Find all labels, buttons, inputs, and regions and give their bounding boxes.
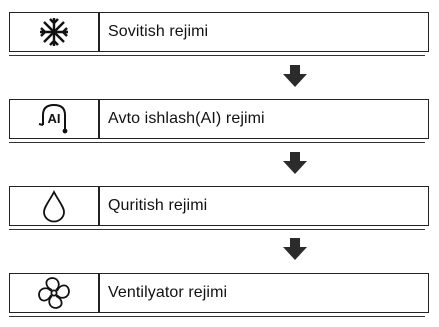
fan-icon xyxy=(38,277,70,309)
flow-arrow xyxy=(283,238,307,260)
mode-row-auto-ai: AI Avto ishlash(AI) rejimi xyxy=(9,99,429,143)
mode-label: Ventilyator rejimi xyxy=(108,284,228,301)
snowflake-icon xyxy=(40,18,68,46)
flow-arrow xyxy=(283,152,307,174)
mode-row-dry: Quritish rejimi xyxy=(9,186,429,230)
mode-icon-cell xyxy=(10,13,100,51)
arrow-down-icon xyxy=(283,65,307,87)
ai-auto-icon: AI xyxy=(38,103,68,134)
mode-icon-cell xyxy=(10,187,100,225)
arrow-down-icon xyxy=(283,152,307,174)
flow-arrow xyxy=(283,65,307,87)
mode-icon-cell: AI xyxy=(10,100,100,138)
mode-label: Sovitish rejimi xyxy=(108,23,209,40)
mode-row-cooling: Sovitish rejimi xyxy=(9,12,429,56)
arrow-down-icon xyxy=(283,238,307,260)
ai-icon-text: AI xyxy=(48,111,61,126)
mode-label: Avto ishlash(AI) rejimi xyxy=(108,110,265,127)
mode-row-fan: Ventilyator rejimi xyxy=(9,273,429,317)
mode-label: Quritish rejimi xyxy=(108,197,208,214)
water-drop-icon xyxy=(43,189,65,223)
mode-icon-cell xyxy=(10,274,100,312)
